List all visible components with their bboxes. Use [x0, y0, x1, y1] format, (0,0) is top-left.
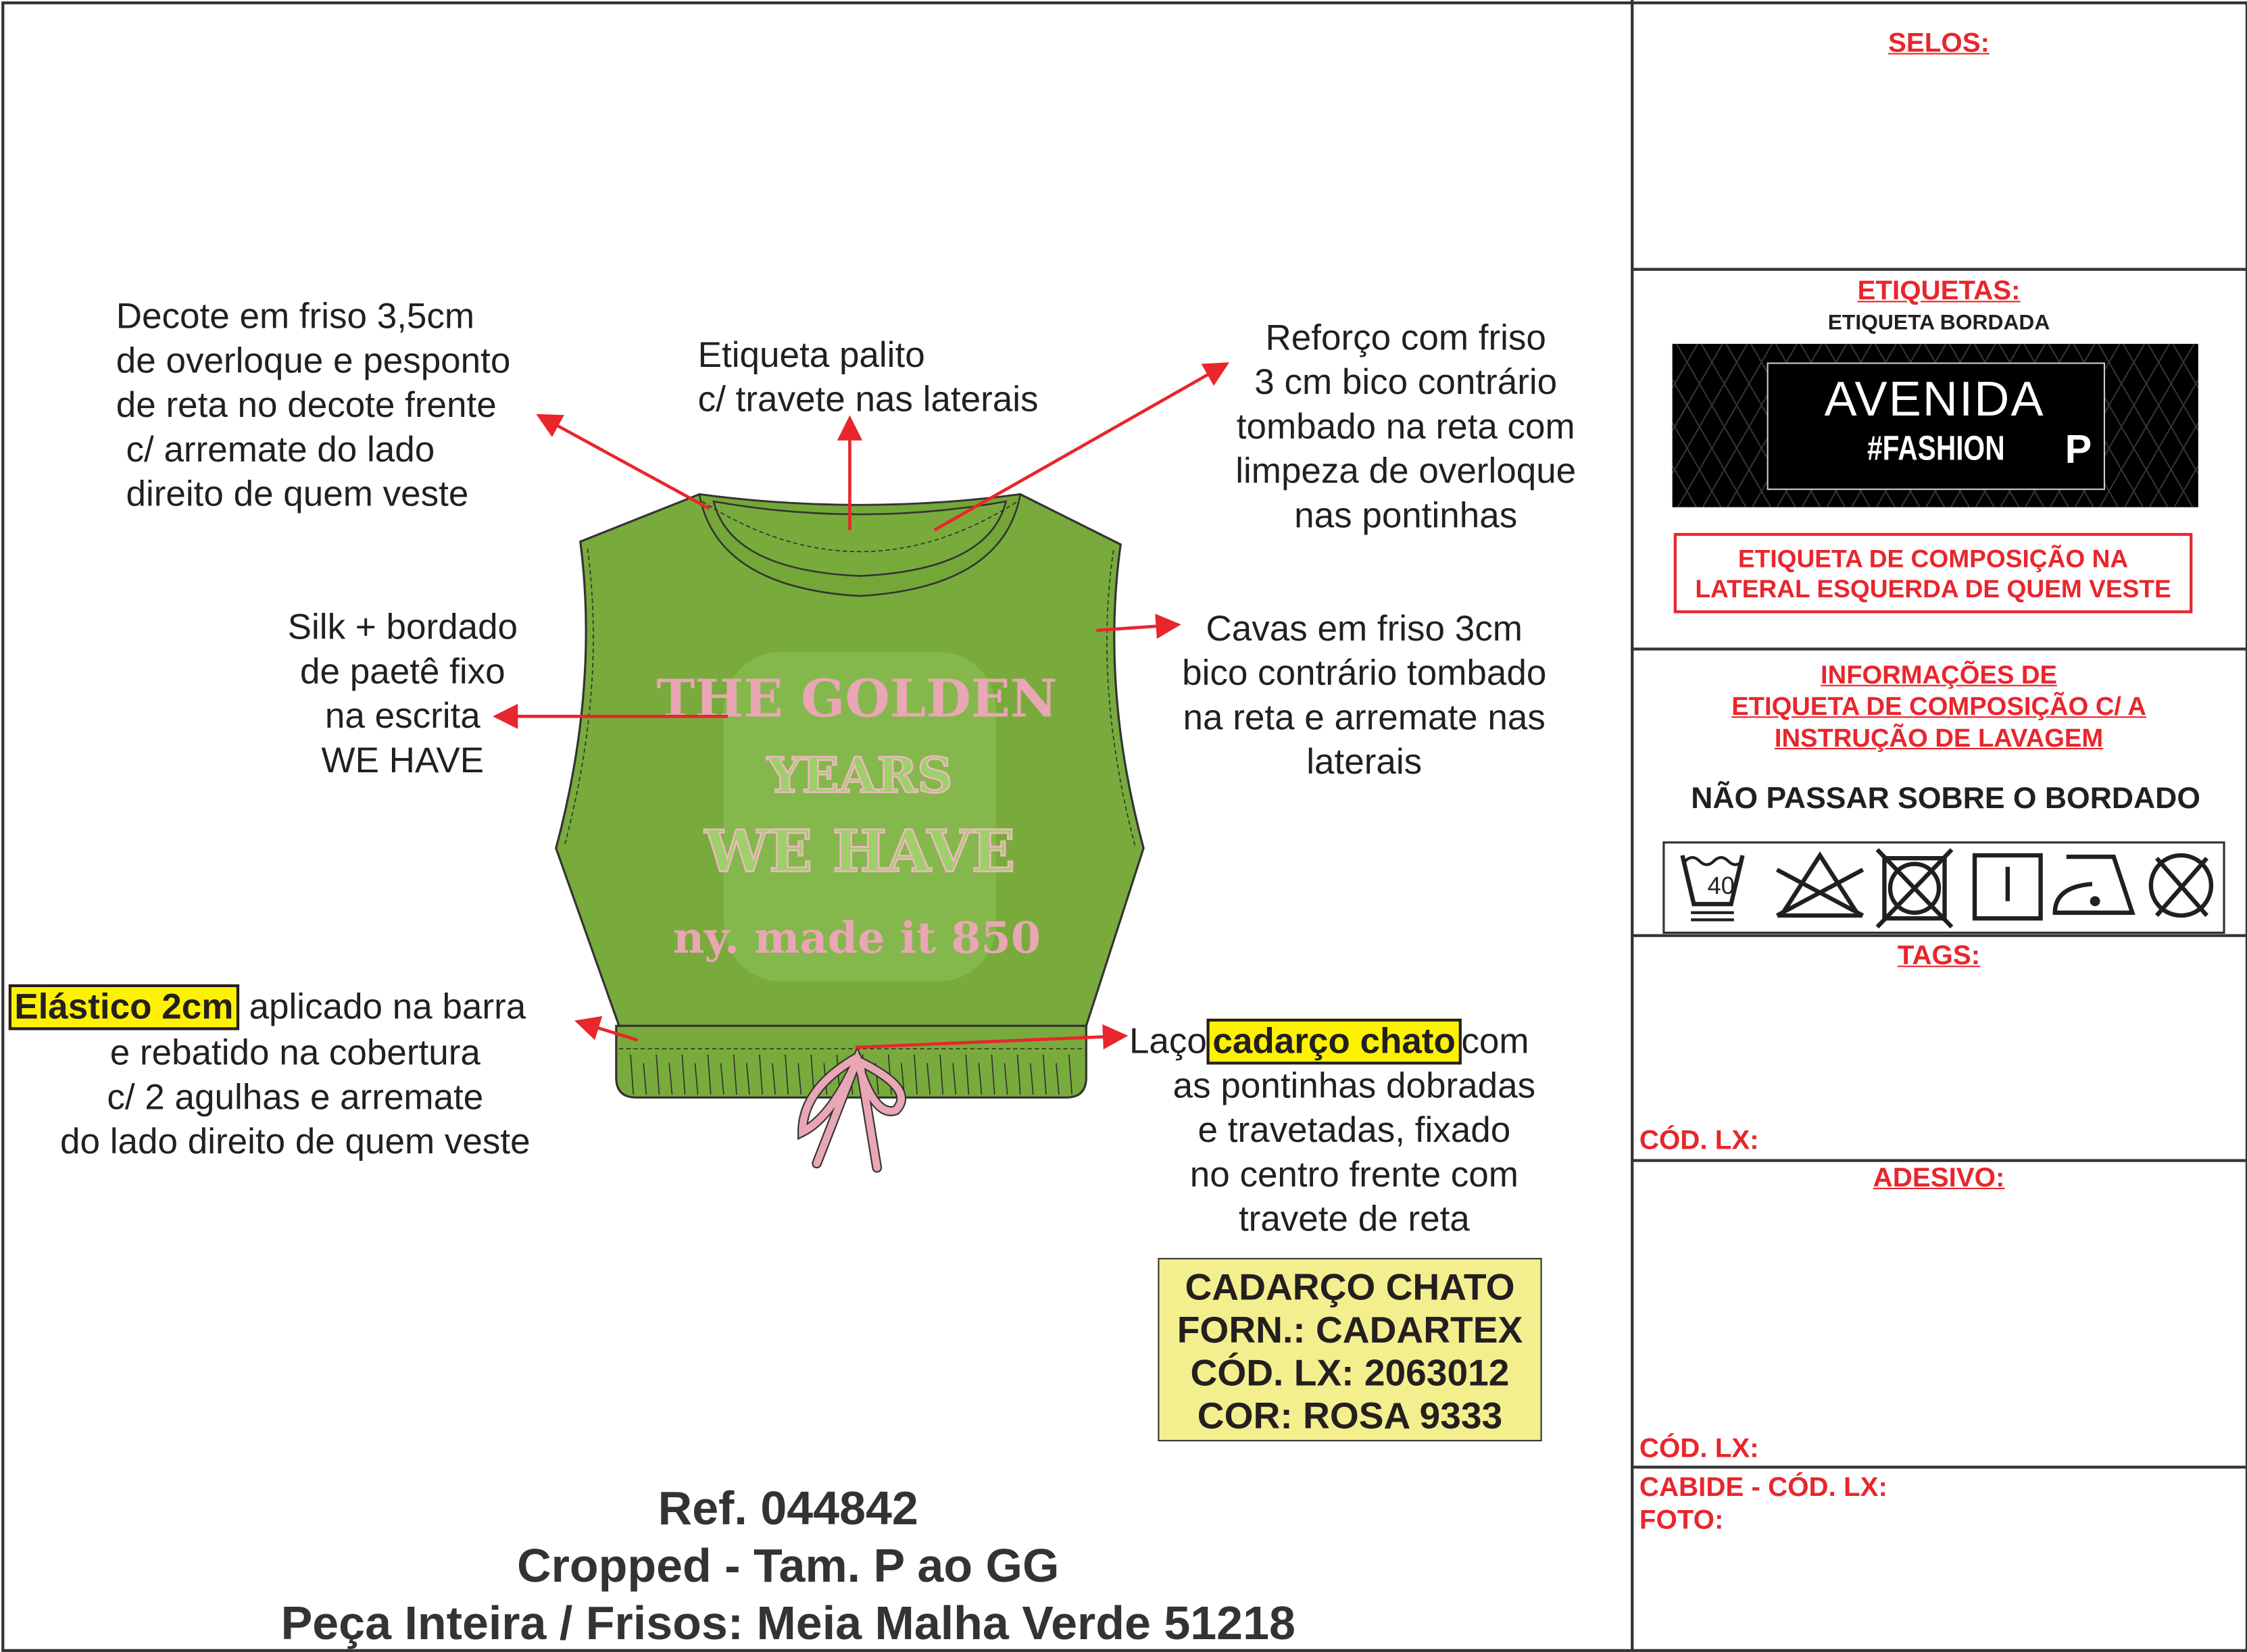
neck-opening: [712, 500, 1008, 577]
laco-prefix: Laço: [1129, 1021, 1207, 1062]
print-area: [723, 651, 996, 982]
etiqueta-bordada-label: ETIQUETA BORDADA: [1827, 311, 2050, 336]
cabide-cod-lx: CABIDE - CÓD. LX:: [1639, 1472, 1887, 1503]
divider: [1631, 647, 2247, 651]
fabric-info: Peça Inteira / Frisos: Meia Malha Verde …: [280, 1596, 1295, 1649]
tags-cod-lx: CÓD. LX:: [1639, 1126, 1759, 1157]
note-cavas: Cavas em friso 3cm bico contrário tombad…: [1182, 609, 1547, 782]
note-elastico-title: Elástico 2cm aplicado na barra: [8, 984, 526, 1030]
annotation-arrows: [493, 362, 1230, 1050]
no-tumble-dry-icon: [1875, 848, 1954, 929]
adesivo-heading: ADESIVO:: [1873, 1163, 2005, 1194]
line-dry-icon: [1972, 853, 2043, 921]
note-reforco: Reforço com friso 3 cm bico contrário to…: [1235, 318, 1577, 536]
note-etiqueta-palito: Etiqueta palito c/ travete nas laterais: [697, 335, 1039, 420]
no-bleach-icon: [1775, 851, 1865, 918]
brand-label-image: AVENIDA #FASHION P: [1672, 343, 2198, 507]
note-elastico-rest: aplicado na barra: [239, 987, 526, 1028]
adesivo-cod-lx: CÓD. LX:: [1639, 1434, 1759, 1465]
spec-line: CADARÇO CHATO: [1185, 1265, 1515, 1309]
iron-low-icon: [2052, 854, 2135, 915]
footer-info: Ref. 044842 Cropped - Tam. P ao GG Peça …: [143, 1480, 1433, 1651]
nao-passar-warning: NÃO PASSAR SOBRE O BORDADO: [1691, 782, 2200, 816]
divider: [1631, 934, 2247, 937]
wash-40-gentle-icon: [1680, 855, 1745, 922]
etiquetas-heading: ETIQUETAS:: [1857, 276, 2021, 307]
cadarco-spec-box: CADARÇO CHATO FORN.: CADARTEX CÓD. LX: 2…: [1158, 1257, 1542, 1442]
print-line-3: WE HAVE: [703, 818, 1015, 885]
label-size: P: [2065, 426, 2092, 472]
label-tag: #FASHION: [1867, 430, 2005, 469]
label-frame: [1767, 362, 2106, 491]
panel-divider: [1631, 0, 1634, 1651]
composicao-box: ETIQUETA DE COMPOSIÇÃO NA LATERAL ESQUER…: [1673, 532, 2193, 614]
spec-line: FORN.: CADARTEX: [1177, 1308, 1523, 1351]
highlight-elastico: Elástico 2cm: [8, 984, 239, 1030]
care-symbols: 40: [1662, 841, 2225, 934]
laco-suffix: com: [1461, 1021, 1529, 1062]
wash-temp: 40: [1708, 872, 1735, 899]
tags-heading: TAGS:: [1897, 941, 1981, 972]
selos-heading: SELOS:: [1888, 28, 1990, 59]
garment-drawing: THE GOLDEN YEARS WE HAVE ny. made it 850: [493, 362, 1230, 1173]
print-line-4: ny. made it 850: [673, 913, 1041, 963]
model-name: Cropped - Tam. P ao GG: [517, 1538, 1060, 1592]
highlight-cadarco: cadarço chato: [1206, 1018, 1462, 1065]
no-dry-clean-icon: [2148, 853, 2214, 918]
elastic-gathers: [630, 1054, 1072, 1095]
ref-number: Ref. 044842: [658, 1481, 918, 1535]
graphic-print: THE GOLDEN YEARS WE HAVE ny. made it 850: [656, 668, 1057, 963]
informacoes-heading: INFORMAÇÕES DE ETIQUETA DE COMPOSIÇÃO C/…: [1731, 660, 2146, 753]
divider: [1631, 1466, 2247, 1469]
divider: [1631, 268, 2247, 271]
print-line-2: YEARS: [766, 747, 952, 805]
spec-line: COR: ROSA 9333: [1197, 1394, 1503, 1437]
label-brand: AVENIDA: [1824, 372, 2045, 427]
note-elastico: e rebatido na cobertura c/ 2 agulhas e a…: [60, 1032, 530, 1162]
foto-label: FOTO:: [1639, 1505, 1724, 1536]
note-decote: Decote em friso 3,5cm de overloque e pes…: [116, 296, 511, 515]
note-silk: Silk + bordado de paetê fixo na escrita …: [287, 607, 518, 781]
note-laco: as pontinhas dobradas e travetadas, fixa…: [1172, 1066, 1536, 1240]
print-line-1: THE GOLDEN: [656, 668, 1057, 729]
spec-line: CÓD. LX: 2063012: [1190, 1351, 1510, 1395]
divider: [1631, 1159, 2247, 1162]
